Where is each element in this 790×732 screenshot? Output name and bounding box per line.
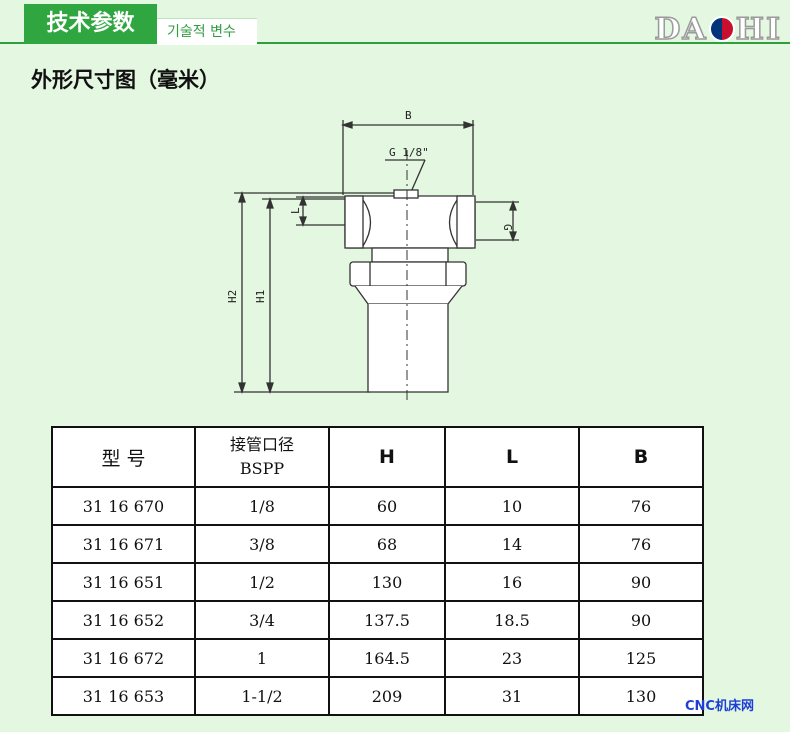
cell-pipe: 1/2 xyxy=(194,562,330,602)
cell-h: 68 xyxy=(328,524,446,564)
col-header-pipe-line1: 接管口径 xyxy=(229,435,294,454)
cell-l: 10 xyxy=(444,486,580,526)
cell-model: 31 16 651 xyxy=(51,562,196,602)
cell-h: 60 xyxy=(328,486,446,526)
cell-l: 14 xyxy=(444,524,580,564)
col-header-l: L xyxy=(444,426,580,488)
col-header-pipe-line2: BSPP xyxy=(239,459,285,478)
header-bar: 技术参数 기술적 변수 DA HI xyxy=(0,0,790,48)
label-b: B xyxy=(405,109,412,122)
logo-text-right: HI xyxy=(735,11,782,48)
cell-h: 130 xyxy=(328,562,446,602)
col-header-pipe-size: 接管口径 BSPP xyxy=(194,426,330,488)
cell-model: 31 16 671 xyxy=(51,524,196,564)
cell-h: 164.5 xyxy=(328,638,446,678)
cell-model: 31 16 652 xyxy=(51,600,196,640)
filter-head xyxy=(344,195,476,249)
cell-l: 16 xyxy=(444,562,580,602)
cell-b: 125 xyxy=(578,638,704,678)
cell-b: 76 xyxy=(578,486,704,526)
tab-korean-subtitle[interactable]: 기술적 변수 xyxy=(157,18,257,45)
table-row: 31 16 670 1/8 60 10 76 xyxy=(51,486,704,526)
filter-bowl xyxy=(367,304,449,393)
cell-b: 76 xyxy=(578,524,704,564)
korea-flag-icon xyxy=(708,16,735,42)
cell-h: 209 xyxy=(328,676,446,716)
col-header-model: 型 号 xyxy=(51,426,196,488)
table-row: 31 16 652 3/4 137.5 18.5 90 xyxy=(51,600,704,640)
filter-nut xyxy=(349,261,467,287)
label-h1: H1 xyxy=(254,290,267,303)
table-row: 31 16 653 1-1/2 209 31 130 xyxy=(51,676,704,716)
cell-b: 130 xyxy=(578,676,704,716)
cell-l: 18.5 xyxy=(444,600,580,640)
table-header-row: 型 号 接管口径 BSPP H L B xyxy=(51,426,704,488)
cell-pipe: 1/8 xyxy=(194,486,330,526)
cell-pipe: 3/4 xyxy=(194,600,330,640)
cell-pipe: 1 xyxy=(194,638,330,678)
section-title: 外形尺寸图（毫米） xyxy=(31,68,220,92)
cell-h: 137.5 xyxy=(328,600,446,640)
cell-model: 31 16 653 xyxy=(51,676,196,716)
cell-pipe: 3/8 xyxy=(194,524,330,564)
logo-text-left: DA xyxy=(654,11,708,48)
table-row: 31 16 651 1/2 130 16 90 xyxy=(51,562,704,602)
tab-technical-parameters[interactable]: 技术参数 xyxy=(24,4,157,44)
label-h2: H2 xyxy=(226,290,239,303)
cell-model: 31 16 670 xyxy=(51,486,196,526)
cell-model: 31 16 672 xyxy=(51,638,196,678)
watermark-text: CNC机床网 xyxy=(685,699,754,714)
cell-b: 90 xyxy=(578,600,704,640)
table-row: 31 16 672 1 164.5 23 125 xyxy=(51,638,704,678)
table-row: 31 16 671 3/8 68 14 76 xyxy=(51,524,704,564)
cell-l: 23 xyxy=(444,638,580,678)
col-header-b: B xyxy=(578,426,704,488)
spec-table: 型 号 接管口径 BSPP H L B 31 16 670 1/8 60 10 … xyxy=(51,426,704,716)
col-header-h: H xyxy=(328,426,446,488)
cell-l: 31 xyxy=(444,676,580,716)
label-g18: G 1/8" xyxy=(389,146,429,159)
brand-logo: DA HI xyxy=(654,11,782,48)
label-g: G xyxy=(501,224,514,231)
cell-b: 90 xyxy=(578,562,704,602)
cell-pipe: 1-1/2 xyxy=(194,676,330,716)
label-l: L xyxy=(289,207,302,214)
dimension-drawing: B G 1/8" L G H2 H1 xyxy=(226,109,519,400)
